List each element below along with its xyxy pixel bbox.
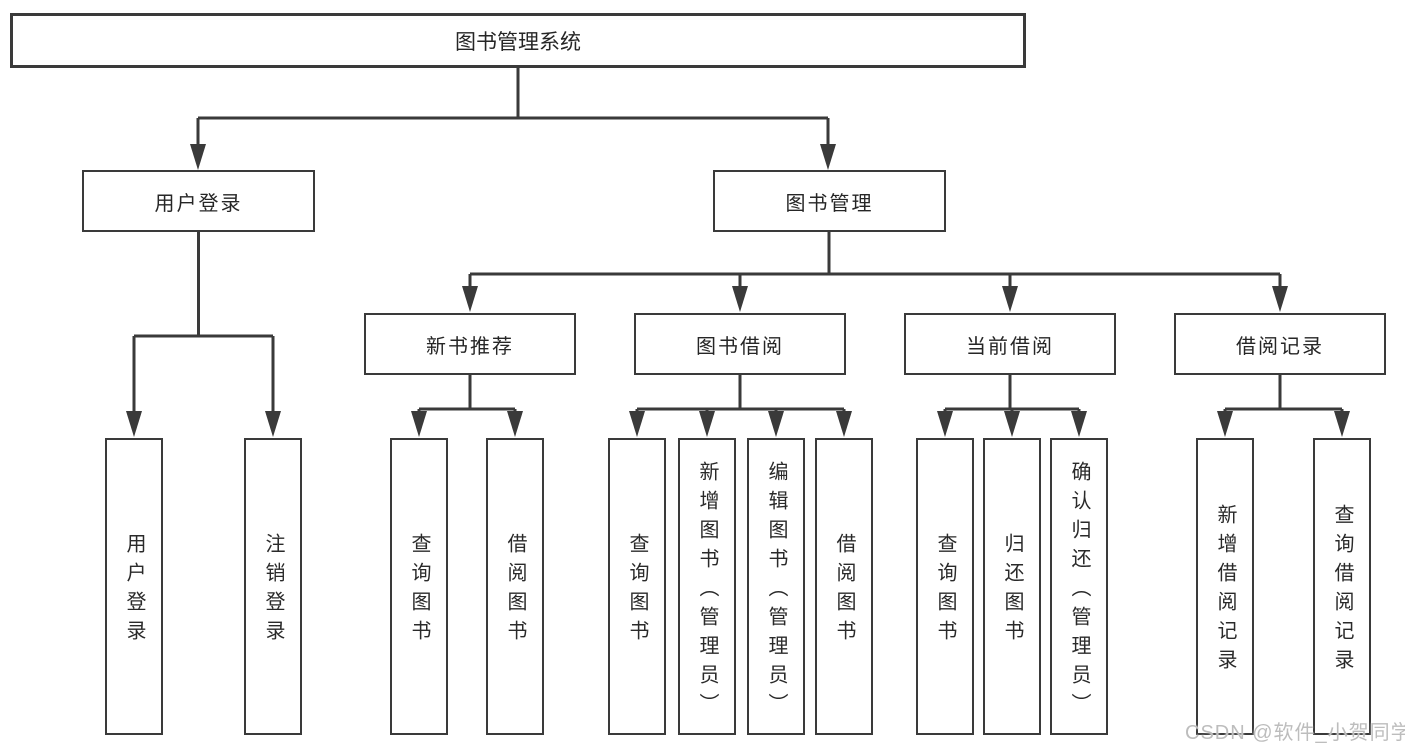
leaf-edit-books-admin: 编辑图书（管理员）: [747, 438, 805, 735]
arrowhead-icon: [1071, 411, 1087, 437]
arrowhead-icon: [768, 411, 784, 437]
node-book-management: 图书管理: [713, 170, 946, 232]
arrowhead-icon: [629, 411, 645, 437]
arrowhead-icon: [732, 286, 748, 312]
leaf-confirm-return-admin: 确认归还（管理员）: [1050, 438, 1108, 735]
node-user-login: 用户登录: [82, 170, 315, 232]
node-label: 图书管理系统: [455, 30, 581, 54]
arrowhead-icon: [1002, 286, 1018, 312]
leaf-query-borrow-record: 查询借阅记录: [1313, 438, 1371, 735]
leaf-query-books-borrow: 查询图书: [608, 438, 666, 735]
csdn-watermark: CSDN @软件_小贺同学: [1185, 722, 1405, 744]
node-current-borrow: 当前借阅: [904, 313, 1116, 375]
leaf-query-books-current: 查询图书: [916, 438, 974, 735]
leaf-label: 用户登录: [123, 533, 145, 649]
leaf-logout: 注销登录: [244, 438, 302, 735]
leaf-label: 查询图书: [626, 533, 648, 649]
node-borrow-records: 借阅记录: [1174, 313, 1386, 375]
leaf-query-books-newbook: 查询图书: [390, 438, 448, 735]
arrowhead-icon: [411, 411, 427, 437]
arrowhead-icon: [462, 286, 478, 312]
leaf-add-borrow-record: 新增借阅记录: [1196, 438, 1254, 735]
leaf-label: 借阅图书: [504, 533, 526, 649]
leaf-label: 查询图书: [934, 533, 956, 649]
arrowhead-icon: [126, 411, 142, 437]
arrowhead-icon: [507, 411, 523, 437]
node-label: 用户登录: [154, 192, 243, 215]
node-label: 新书推荐: [426, 335, 514, 358]
leaf-label: 新增图书（管理员）: [696, 460, 718, 722]
node-book-borrow: 图书借阅: [634, 313, 846, 375]
arrowhead-icon: [836, 411, 852, 437]
leaf-label: 归还图书: [1001, 533, 1023, 649]
node-label: 当前借阅: [966, 335, 1054, 358]
leaf-label: 注销登录: [262, 533, 284, 649]
leaf-return-books: 归还图书: [983, 438, 1041, 735]
arrowhead-icon: [699, 411, 715, 437]
leaf-borrow-books-newbook: 借阅图书: [486, 438, 544, 735]
node-new-book-recommend: 新书推荐: [364, 313, 576, 375]
arrowhead-icon: [265, 411, 281, 437]
arrowhead-icon: [820, 144, 836, 170]
arrowhead-icon: [1272, 286, 1288, 312]
arrowhead-icon: [190, 144, 206, 170]
leaf-label: 查询图书: [408, 533, 430, 649]
leaf-label: 编辑图书（管理员）: [765, 460, 787, 722]
node-root-library-system: 图书管理系统: [10, 13, 1026, 68]
leaf-label: 确认归还（管理员）: [1068, 460, 1090, 722]
leaf-label: 新增借阅记录: [1214, 504, 1236, 678]
node-label: 图书借阅: [696, 335, 784, 358]
leaf-borrow-books: 借阅图书: [815, 438, 873, 735]
leaf-label: 查询借阅记录: [1331, 504, 1353, 678]
arrowhead-icon: [1217, 411, 1233, 437]
arrowhead-icon: [1334, 411, 1350, 437]
arrowhead-icon: [937, 411, 953, 437]
leaf-user-login: 用户登录: [105, 438, 163, 735]
node-label: 图书管理: [785, 192, 874, 215]
node-label: 借阅记录: [1236, 335, 1324, 358]
leaf-label: 借阅图书: [833, 533, 855, 649]
leaf-add-books-admin: 新增图书（管理员）: [678, 438, 736, 735]
arrowhead-icon: [1004, 411, 1020, 437]
